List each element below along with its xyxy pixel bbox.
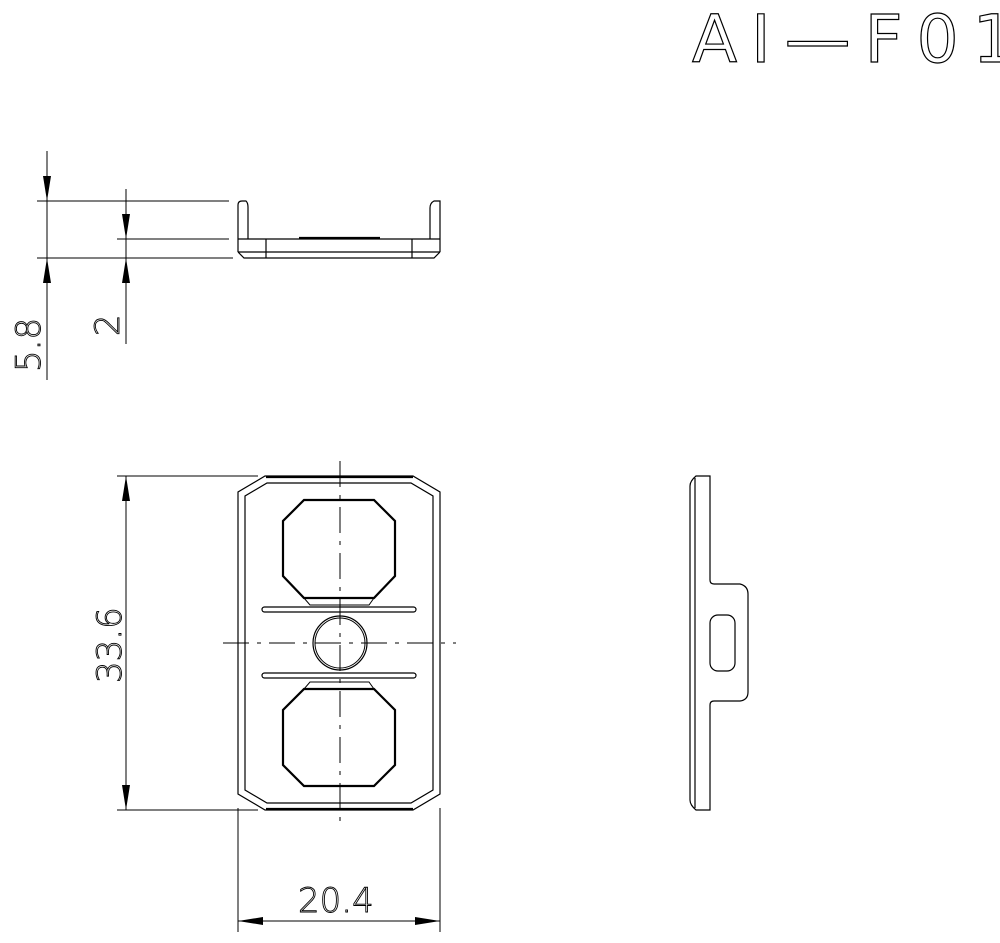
dim-overall-height: 5.8: [9, 318, 49, 372]
dim-length: 33.6: [90, 607, 130, 683]
dim-base-thickness: 2: [88, 314, 128, 336]
dim-width: 20.4: [298, 881, 374, 921]
side-view: 5.8 2: [9, 151, 441, 380]
profile-view: [689, 475, 749, 811]
front-view: 33.6 20.4: [90, 461, 456, 932]
part-number-title: AI—F01H: [692, 1, 1000, 78]
